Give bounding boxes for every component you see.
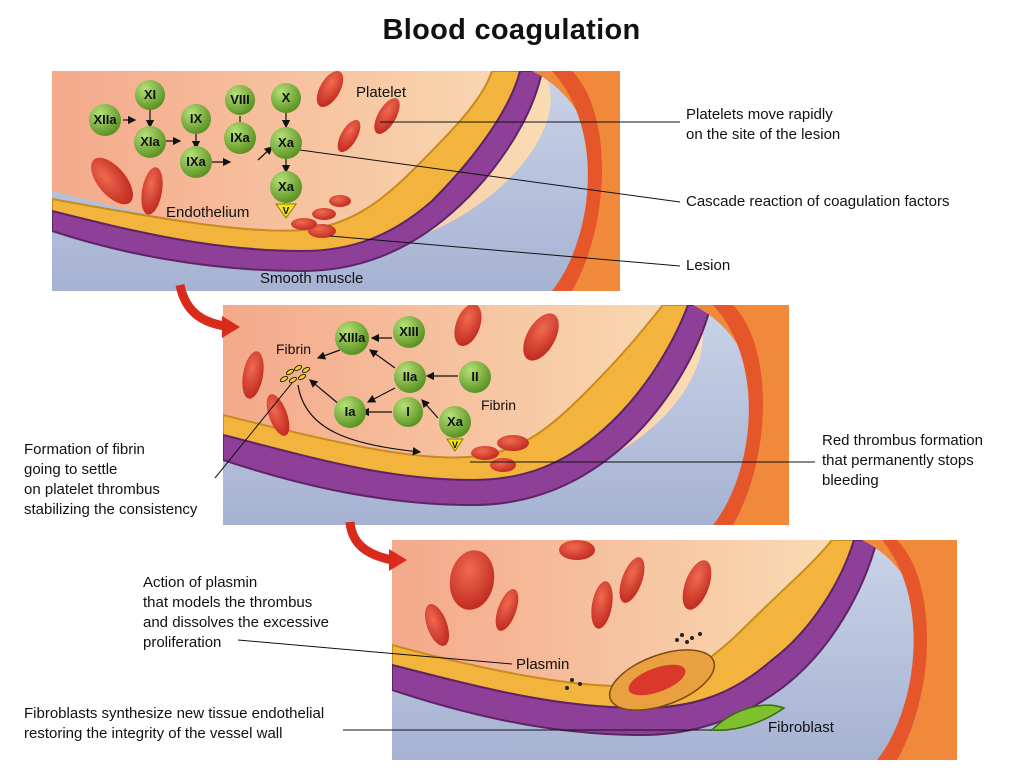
panel-fibrin-formation [223,305,789,525]
callout-fibrin-formation: Formation of fibrin going to settle on p… [24,441,198,518]
callout-cascade: Cascade reaction of coagulation factors [686,193,950,210]
flow-arrow-2 [345,521,393,565]
label-smooth-muscle: Smooth muscle [260,270,364,287]
callout-plasmin-action: Action of plasmin that models the thromb… [143,574,329,651]
label-fibrin-left: Fibrin [276,341,312,357]
panel-platelet-cascade [52,71,620,291]
flow-arrow-1 [175,283,226,331]
panel-plasmin-repair [392,540,957,760]
callout-lesion: Lesion [686,257,731,274]
label-plasmin: Plasmin [516,656,570,673]
callout-fibroblasts: Fibroblasts synthesize new tissue endoth… [24,705,325,742]
label-fibroblast: Fibroblast [768,719,834,736]
page-title: Blood coagulation [382,14,641,46]
label-endothelium: Endothelium [166,204,250,221]
callout-red-thrombus: Red thrombus formation that permanently … [822,432,983,489]
label-fibrin-right: Fibrin [481,397,517,413]
callout-platelets: Platelets move rapidly on the site of th… [686,106,841,143]
label-platelet: Platelet [356,84,407,101]
